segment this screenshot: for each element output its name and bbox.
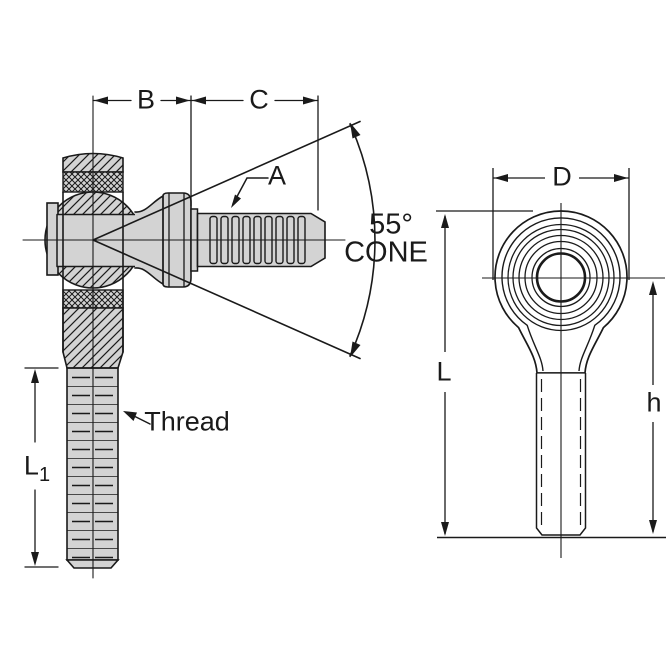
dimension-b-c	[92, 95, 319, 211]
arc-arrowhead-bottom	[350, 341, 361, 358]
cone-word-label: CONE	[344, 236, 428, 269]
cone-line-upper	[92, 120, 361, 241]
front-view-drawing	[436, 168, 666, 558]
leader-a-arrowhead	[231, 194, 241, 208]
dim-label-h: h	[646, 387, 662, 418]
leader-a	[231, 177, 269, 208]
hidden-thread-lines	[540, 379, 582, 530]
dim-label-l: L	[436, 356, 452, 387]
cone-angle-label: 55°	[369, 208, 413, 241]
cone-arc	[349, 123, 376, 357]
dimension-l	[436, 210, 533, 536]
dim-label-a: A	[267, 160, 287, 191]
dimension-h	[649, 281, 657, 534]
dim-label-b: B	[136, 84, 156, 115]
stud-neck	[134, 195, 164, 285]
thread-label: Thread	[144, 406, 230, 437]
dim-label-c: C	[249, 84, 269, 115]
dimension-l1	[24, 367, 59, 568]
arc-arrowhead-top	[350, 122, 361, 139]
cone-angle-annotation	[92, 120, 376, 360]
dim-label-d: D	[552, 161, 572, 192]
leader-thread	[123, 411, 151, 425]
cone-line-lower	[92, 239, 361, 360]
dimension-d	[492, 168, 630, 280]
leader-thread-arrowhead	[123, 411, 137, 421]
dim-label-l1: L1	[23, 450, 50, 485]
side-view-drawing	[22, 95, 376, 579]
dim-label-l1-sub: 1	[38, 463, 51, 486]
dim-label-l1-main: L	[23, 450, 39, 481]
